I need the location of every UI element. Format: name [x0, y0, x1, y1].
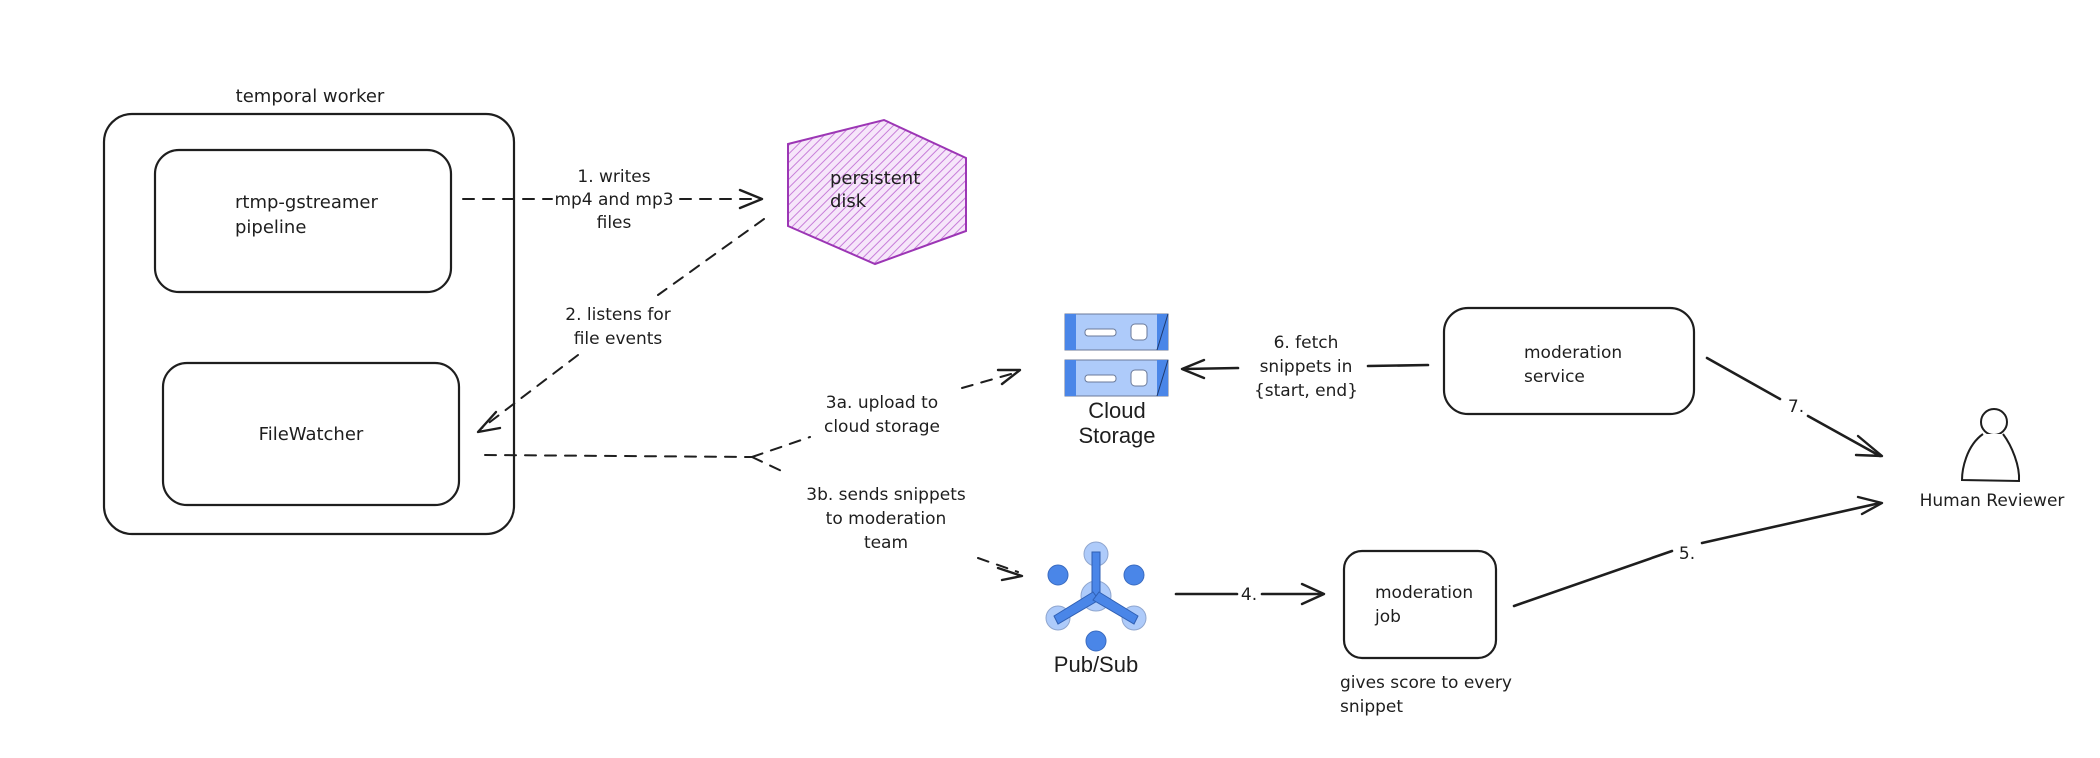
edge-1-label-line3: files: [597, 213, 632, 233]
moderation-service-node[interactable]: moderation service: [1442, 306, 1696, 416]
persistent-disk-node[interactable]: persistent disk: [787, 118, 967, 266]
moderation-job-note: gives score to every snippet: [1340, 673, 1512, 717]
human-reviewer-label: Human Reviewer: [1920, 491, 2065, 511]
edge-7: 7.: [1705, 356, 1884, 458]
human-reviewer-node[interactable]: Human Reviewer: [1920, 408, 2065, 511]
edge-1-label-line2: mp4 and mp3: [554, 190, 673, 210]
edge-5-label: 5.: [1679, 544, 1695, 564]
rtmp-pipeline-label-line1: rtmp-gstreamer: [235, 192, 378, 213]
edge-4-label: 4.: [1241, 585, 1257, 605]
filewatcher-node[interactable]: FileWatcher: [161, 361, 461, 507]
edge-1-label-line1: 1. writes: [577, 167, 650, 187]
edge-3b-label-line2: to moderation: [826, 509, 947, 529]
cloud-storage-label-line1: Cloud: [1088, 398, 1145, 423]
pubsub-label: Pub/Sub: [1054, 652, 1138, 677]
edge-6-label-line2: snippets in: [1260, 357, 1353, 377]
moderation-job-note-line1: gives score to every: [1340, 673, 1512, 693]
cloud-storage-icon: [1064, 313, 1169, 397]
cloud-storage-node[interactable]: Cloud Storage: [1064, 313, 1169, 448]
pubsub-node[interactable]: Pub/Sub: [1045, 541, 1147, 677]
edge-6-label-line1: 6. fetch: [1274, 333, 1339, 353]
edge-3a-upload: 3a. upload to cloud storage: [824, 368, 1022, 437]
person-icon: [1960, 408, 2021, 483]
edge-2-label-line1: 2. listens for: [565, 305, 670, 325]
edge-2-label-line2: file events: [574, 329, 663, 349]
edge-6-label-line3: {start, end}: [1254, 381, 1358, 401]
cloud-storage-label-line2: Storage: [1078, 423, 1155, 448]
temporal-worker-label: temporal worker: [236, 86, 385, 107]
rtmp-pipeline-label-line2: pipeline: [235, 217, 306, 238]
moderation-service-label-line1: moderation: [1524, 343, 1622, 363]
rtmp-pipeline-node[interactable]: rtmp-gstreamer pipeline: [153, 148, 453, 294]
edge-3b-label-line3: team: [864, 533, 908, 553]
edge-2-listens: 2. listens for file events: [476, 218, 765, 434]
pubsub-icon: [1045, 541, 1147, 652]
edge-1-writes: 1. writes mp4 and mp3 files: [462, 167, 764, 233]
edge-3a-label-line1: 3a. upload to: [826, 393, 938, 413]
edge-6-fetch: 6. fetch snippets in {start, end}: [1180, 333, 1430, 401]
edge-3a-label-line2: cloud storage: [824, 417, 940, 437]
moderation-job-node[interactable]: moderation job: [1342, 549, 1498, 660]
moderation-service-label-line2: service: [1524, 367, 1585, 387]
persistent-disk-label-line2: disk: [830, 191, 867, 212]
edge-3-split: [484, 436, 811, 475]
moderation-job-label-line1: moderation: [1375, 583, 1473, 603]
moderation-job-note-line2: snippet: [1340, 697, 1403, 717]
edge-3b-sends-snippets: 3b. sends snippets to moderation team: [806, 485, 1024, 582]
edge-5: 5.: [1512, 495, 1884, 608]
persistent-disk-label-line1: persistent: [830, 168, 920, 189]
edge-3b-label-line1: 3b. sends snippets: [806, 485, 966, 505]
edge-7-label: 7.: [1788, 397, 1804, 417]
moderation-job-label-line2: job: [1374, 607, 1401, 627]
edge-4: 4.: [1174, 582, 1326, 606]
filewatcher-label: FileWatcher: [259, 424, 364, 445]
